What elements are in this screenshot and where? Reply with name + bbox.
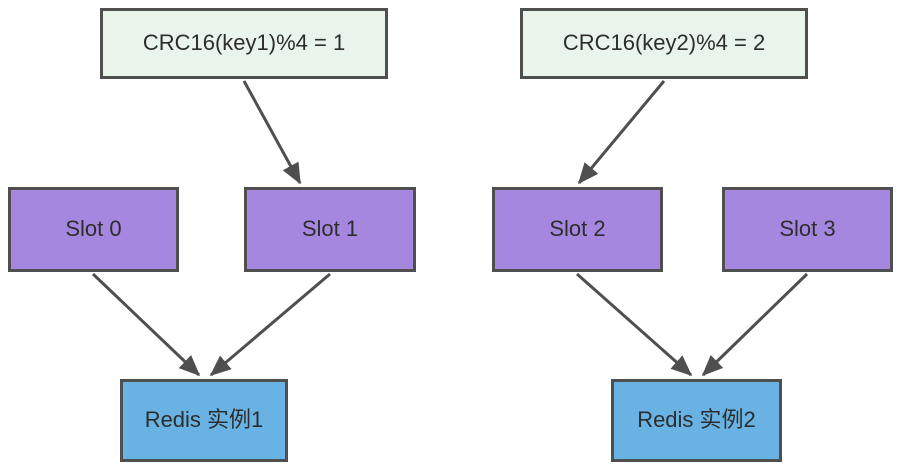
instance-node-redis1: Redis 实例1 bbox=[120, 379, 288, 462]
slot-node-slot1: Slot 1 bbox=[244, 187, 416, 272]
slot1-label: Slot 1 bbox=[301, 216, 359, 242]
crc2-label: CRC16(key2)%4 = 2 bbox=[562, 30, 766, 56]
hash-node-crc1: CRC16(key1)%4 = 1 bbox=[100, 8, 388, 79]
crc1-label: CRC16(key1)%4 = 1 bbox=[142, 30, 346, 56]
redis1-label: Redis 实例1 bbox=[144, 407, 264, 433]
slot-node-slot0: Slot 0 bbox=[8, 187, 179, 272]
slot2-label: Slot 2 bbox=[549, 216, 606, 242]
slot-node-slot3: Slot 3 bbox=[722, 187, 893, 272]
slot3-label: Slot 3 bbox=[779, 216, 836, 242]
slot-node-slot2: Slot 2 bbox=[492, 187, 663, 272]
redis2-label: Redis 实例2 bbox=[637, 407, 756, 433]
hash-node-crc2: CRC16(key2)%4 = 2 bbox=[520, 8, 808, 79]
instance-node-redis2: Redis 实例2 bbox=[611, 379, 782, 462]
slot0-label: Slot 0 bbox=[65, 216, 122, 242]
